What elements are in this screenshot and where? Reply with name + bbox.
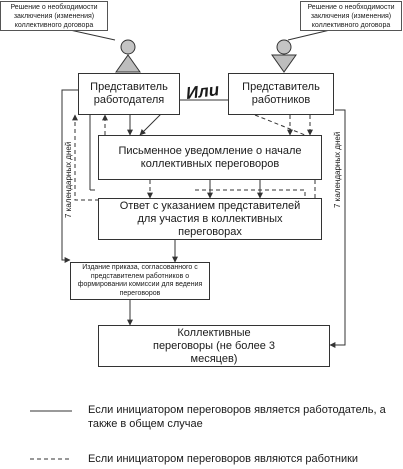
negotiations-label: Коллективные переговоры (не более 3 меся… <box>152 326 276 365</box>
worker-person-icon <box>271 39 297 73</box>
employer-representative-label: Представитель работодателя <box>90 81 168 106</box>
workers-representative-box: Представитель работников <box>228 73 334 115</box>
legend-dashed-text: Если инициатором переговоров являются ра… <box>88 453 359 465</box>
order-issue-box: Издание приказа, согласованного с предст… <box>70 262 210 300</box>
employer-decision-note: Решение о необходимости заключения (изме… <box>0 1 108 31</box>
legend-solid-text: Если инициатором переговоров является ра… <box>88 404 386 430</box>
employer-representative-box: Представитель работодателя <box>78 73 180 115</box>
employer-person-icon <box>115 39 141 73</box>
employer-note-pointer <box>69 29 116 41</box>
reply-label: Ответ с указанием представителей для уча… <box>119 199 301 238</box>
workers-representative-label: Представитель работников <box>242 81 320 106</box>
left-days-label: 7 календарных дней <box>64 141 73 218</box>
workers-decision-note: Решение о необходимости заключения (изме… <box>300 1 402 31</box>
order-issue-label: Издание приказа, согласованного с предст… <box>77 264 203 297</box>
written-notice-label: Письменное уведомление о начале коллекти… <box>118 144 302 170</box>
negotiations-box: Коллективные переговоры (не более 3 меся… <box>98 325 330 367</box>
right-days-label: 7 календарных дней <box>333 131 342 208</box>
workers-note-pointer <box>287 29 331 41</box>
written-notice-box: Письменное уведомление о начале коллекти… <box>98 135 322 180</box>
reply-box: Ответ с указанием представителей для уча… <box>98 198 322 240</box>
or-label: Или <box>184 80 221 103</box>
